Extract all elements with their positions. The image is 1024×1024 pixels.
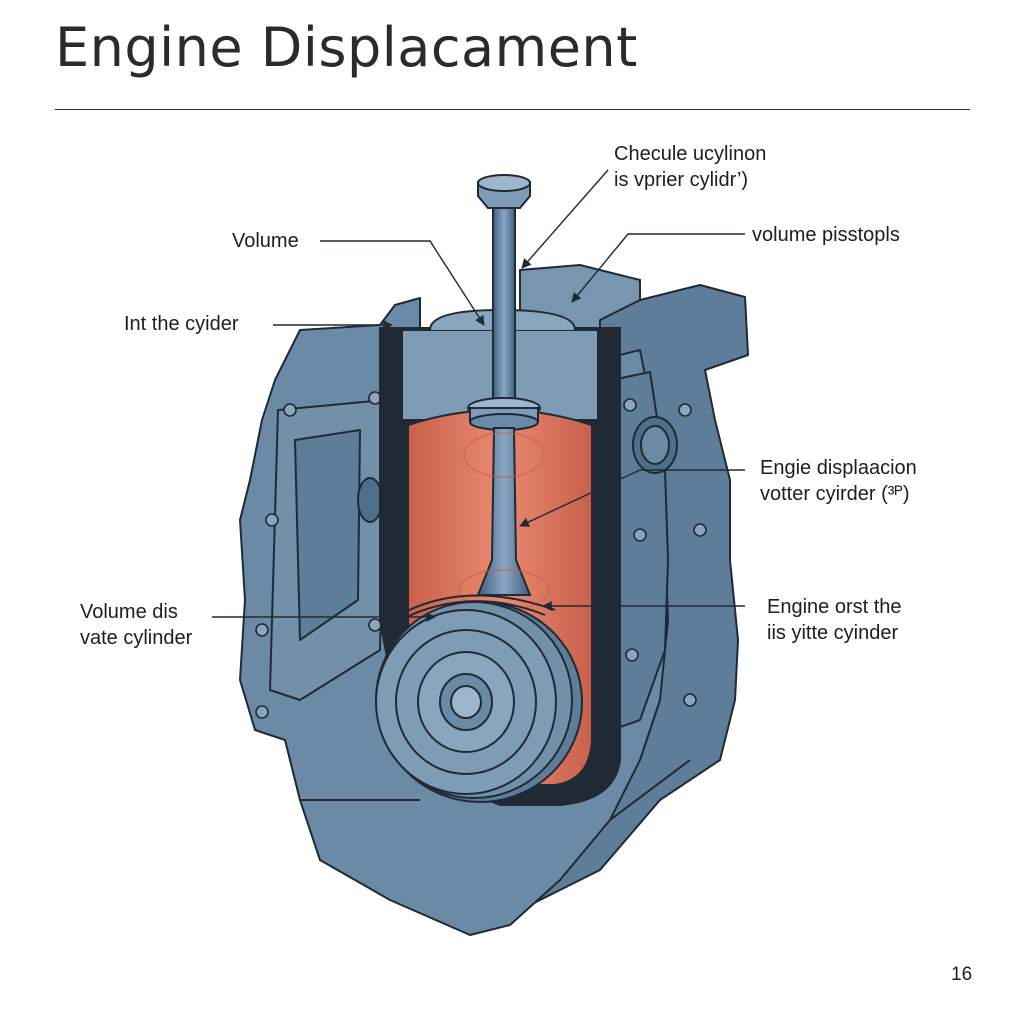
rod-shaft-lower bbox=[476, 427, 532, 596]
port-opening-inner bbox=[640, 425, 670, 465]
leader-volume bbox=[320, 240, 485, 326]
pulley-rim-top-2 bbox=[404, 594, 556, 613]
bolt-icon bbox=[265, 513, 279, 527]
page-title: Engine Displacament bbox=[55, 16, 638, 79]
bolt-icon bbox=[678, 403, 692, 417]
bolt-icon bbox=[683, 693, 697, 707]
bolt-icon bbox=[255, 705, 269, 719]
label-top-right-1: Checule ucylinon is vprier cylidr’) bbox=[614, 143, 767, 191]
page-number: 16 bbox=[951, 964, 973, 985]
block-left-recess bbox=[294, 429, 361, 641]
bolt-icon bbox=[693, 523, 707, 537]
rod-shaft-upper bbox=[492, 197, 516, 409]
label-volume: Volume bbox=[232, 230, 299, 252]
bolt-icon bbox=[623, 398, 637, 412]
bolt-icon bbox=[255, 623, 269, 637]
title-divider bbox=[55, 109, 970, 110]
rod-cap-top bbox=[477, 174, 531, 192]
leader-top-right-1 bbox=[521, 169, 609, 269]
label-int-the-cylinder: Int the cyider bbox=[124, 313, 239, 335]
left-port-opening bbox=[357, 477, 383, 523]
label-right-middle: Engie displaacion votter cyirder (³ᴾ) bbox=[760, 457, 917, 505]
crank-pulley bbox=[375, 594, 583, 803]
rod-glow-ring bbox=[463, 432, 545, 478]
label-left-bottom: Volume dis vate cylinder bbox=[80, 601, 193, 649]
leader-lines bbox=[212, 169, 745, 622]
piston-rod bbox=[458, 174, 550, 611]
block-rib bbox=[609, 759, 691, 821]
label-top-right-2: volume pisstopls bbox=[752, 224, 900, 246]
pulley-ring bbox=[395, 629, 537, 775]
leader-right-middle bbox=[519, 469, 745, 527]
pulley-bore bbox=[450, 685, 482, 719]
leader-top-right-2 bbox=[571, 233, 745, 303]
pulley-rim-top bbox=[399, 600, 546, 621]
bolt-icon bbox=[283, 403, 297, 417]
bolt-icon bbox=[633, 528, 647, 542]
bolt-icon bbox=[625, 648, 639, 662]
label-right-bottom: Engine orst the iis yitte cyinder bbox=[767, 596, 902, 644]
